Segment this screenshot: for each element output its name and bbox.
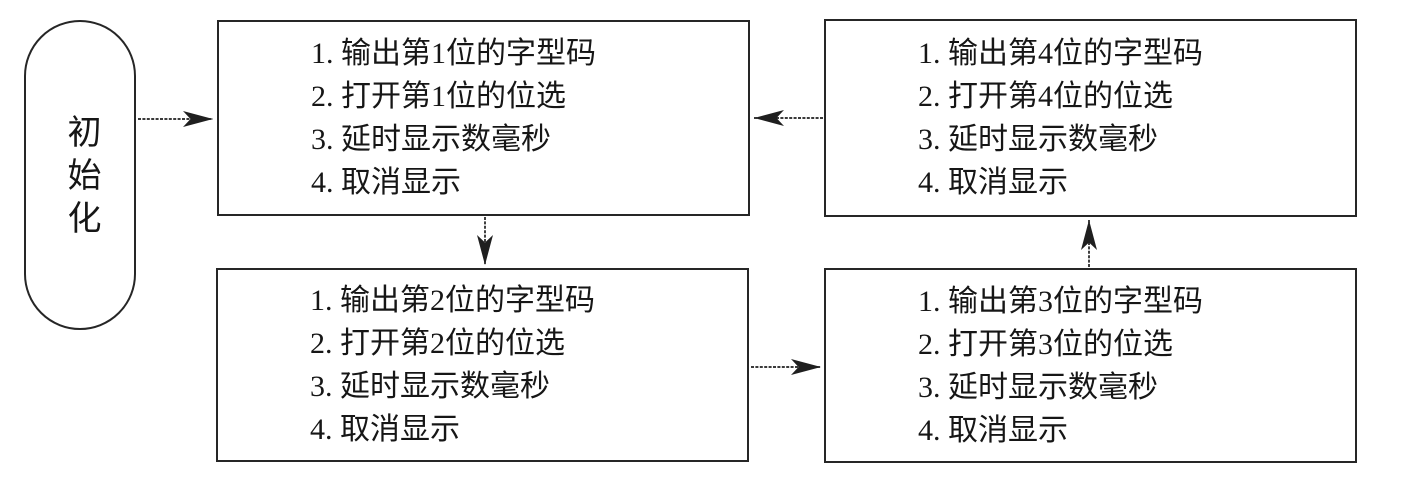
step-line: 4. 取消显示 [918, 413, 1068, 447]
step-line: 3. 延时显示数毫秒 [918, 123, 1158, 156]
step-line: 3. 延时显示数毫秒 [310, 370, 550, 403]
step-line: 1. 输出第1位的字型码 [311, 37, 596, 70]
step-line: 3. 延时显示数毫秒 [311, 123, 551, 156]
step-line: 1. 输出第2位的字型码 [310, 284, 595, 317]
step-line: 2. 打开第4位的位选 [918, 80, 1173, 113]
step-line: 1. 输出第3位的字型码 [918, 284, 1203, 318]
step-line: 4. 取消显示 [918, 166, 1068, 199]
step-box-digit-2: 1. 输出第2位的字型码 2. 打开第2位的位选 3. 延时显示数毫秒 4. 取… [216, 268, 749, 462]
step-line: 1. 输出第4位的字型码 [918, 37, 1203, 70]
step-line: 4. 取消显示 [310, 413, 460, 446]
step-line: 2. 打开第1位的位选 [311, 80, 566, 113]
step-line: 2. 打开第3位的位选 [918, 327, 1173, 361]
step-box-digit-3: 1. 输出第3位的字型码 2. 打开第3位的位选 3. 延时显示数毫秒 4. 取… [824, 268, 1357, 463]
start-node: 初始化 [24, 20, 136, 330]
step-line: 3. 延时显示数毫秒 [918, 370, 1158, 404]
step-box-digit-4: 1. 输出第4位的字型码 2. 打开第4位的位选 3. 延时显示数毫秒 4. 取… [824, 19, 1357, 217]
start-label: 初始化 [62, 113, 99, 243]
step-line: 2. 打开第2位的位选 [310, 327, 565, 360]
step-line: 4. 取消显示 [311, 166, 461, 199]
step-box-digit-1: 1. 输出第1位的字型码 2. 打开第1位的位选 3. 延时显示数毫秒 4. 取… [217, 20, 750, 216]
